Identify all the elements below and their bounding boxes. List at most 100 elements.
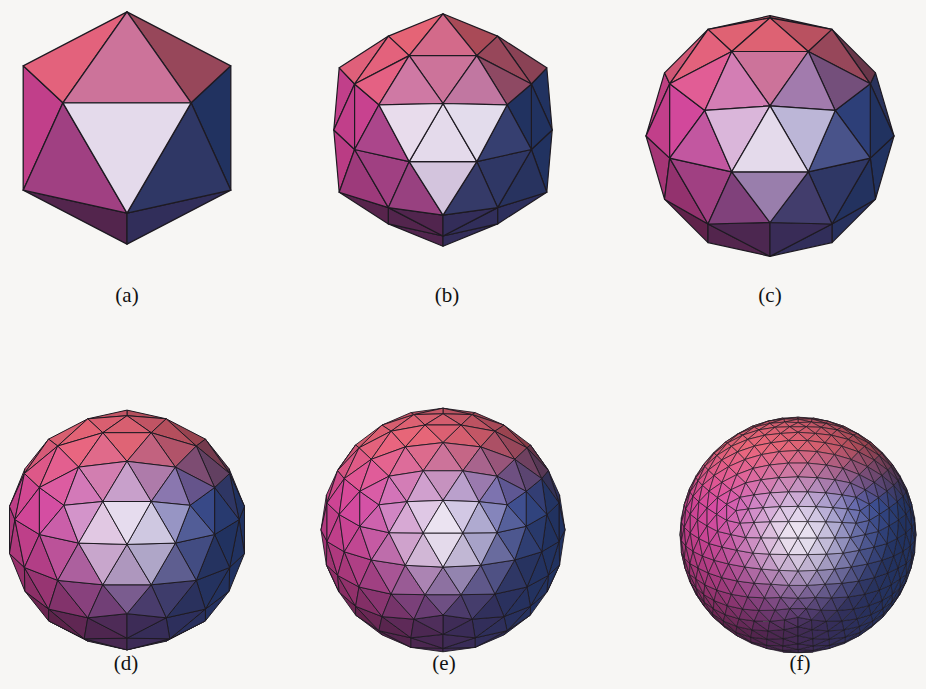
facet	[15, 488, 40, 535]
facet	[409, 162, 477, 216]
facet	[781, 598, 798, 609]
panel-label: (c)	[758, 284, 781, 307]
facet	[869, 504, 879, 520]
facet	[789, 477, 808, 492]
facet	[779, 570, 798, 585]
facet	[770, 452, 789, 465]
facet	[472, 617, 504, 638]
facet	[84, 638, 127, 650]
facet	[443, 104, 507, 162]
geodesic-sphere	[10, 410, 245, 650]
facet	[752, 630, 768, 639]
panel-label: (d)	[114, 652, 139, 675]
facet	[788, 451, 807, 464]
facet	[826, 480, 842, 495]
facet	[807, 584, 825, 597]
facet	[789, 585, 807, 598]
facet	[765, 598, 781, 611]
facet	[732, 106, 809, 172]
facet	[806, 422, 821, 427]
facet	[405, 565, 443, 594]
facet	[425, 595, 461, 615]
facet	[770, 52, 835, 111]
facet	[775, 422, 790, 427]
facet	[808, 452, 827, 465]
facet	[732, 172, 809, 223]
geodesic-sphere	[23, 12, 231, 244]
facet	[103, 461, 151, 501]
geodesic-sphere	[334, 14, 552, 246]
panel-label: (e)	[432, 652, 455, 675]
facet	[103, 585, 151, 614]
facet	[407, 471, 443, 502]
facet	[878, 498, 889, 515]
facet	[215, 488, 240, 535]
facet	[127, 638, 170, 650]
geodesic-sphere	[646, 16, 894, 257]
facet	[526, 491, 547, 526]
facet	[798, 419, 812, 422]
facet	[559, 503, 565, 542]
facet	[705, 52, 770, 111]
facet	[906, 514, 912, 533]
facet	[382, 617, 414, 638]
facet	[127, 543, 175, 585]
facet	[789, 506, 808, 521]
facet	[708, 223, 770, 257]
facet	[79, 543, 127, 585]
facet	[828, 630, 844, 639]
facet	[790, 609, 807, 618]
facet	[762, 569, 780, 584]
facet	[770, 223, 832, 257]
facet	[798, 538, 817, 555]
facet	[127, 639, 170, 650]
facet	[759, 610, 775, 621]
facet	[761, 465, 779, 480]
facet	[808, 554, 827, 570]
facet	[391, 594, 425, 619]
facet	[798, 441, 817, 452]
facet	[808, 478, 826, 493]
facet	[707, 514, 718, 531]
facet	[754, 621, 770, 631]
facet	[798, 570, 817, 585]
panel-label: (f)	[790, 652, 811, 675]
facet	[779, 463, 798, 478]
facet	[767, 639, 783, 646]
facet	[84, 639, 127, 650]
facet	[821, 610, 837, 621]
panel-label: (b)	[435, 284, 460, 307]
facet	[878, 514, 889, 531]
facet	[684, 514, 690, 533]
facet	[817, 465, 835, 480]
facet	[698, 508, 708, 526]
facet	[732, 18, 809, 52]
facet	[63, 103, 191, 213]
geodesic-sphere	[321, 408, 565, 652]
facet	[423, 533, 463, 567]
facet	[63, 12, 191, 103]
facet	[790, 423, 807, 427]
facet	[826, 621, 842, 631]
facet	[64, 467, 103, 505]
facet	[461, 594, 495, 619]
facet	[767, 639, 783, 646]
facet	[379, 104, 443, 162]
facet	[321, 503, 327, 542]
facet	[443, 56, 507, 105]
facet	[103, 502, 151, 545]
facet	[770, 478, 788, 493]
facet	[425, 414, 461, 425]
facet	[779, 441, 798, 452]
facet	[707, 498, 718, 515]
facet	[379, 56, 443, 105]
facet	[531, 84, 552, 150]
facet	[779, 538, 798, 555]
facet	[889, 508, 899, 526]
facet	[813, 639, 829, 646]
facet	[870, 84, 894, 158]
facet	[339, 491, 360, 526]
facet	[423, 443, 463, 471]
facet	[334, 84, 355, 150]
